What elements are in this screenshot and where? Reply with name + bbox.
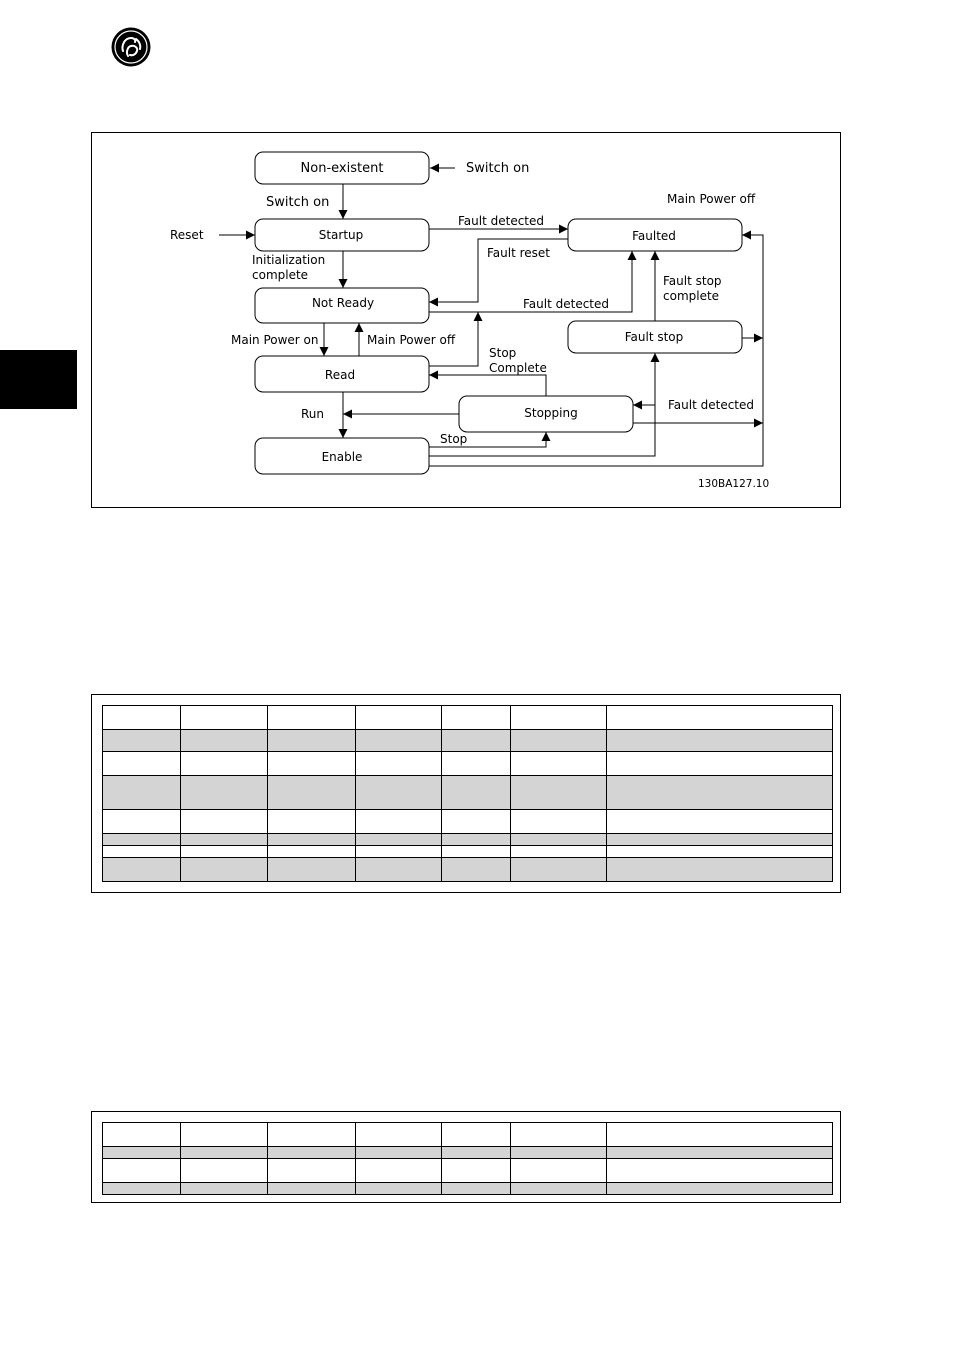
label-init-line2: complete	[252, 268, 308, 282]
label-fault-reset: Fault reset	[487, 246, 550, 260]
label-stop-complete-line2: Complete	[489, 361, 547, 375]
table-1	[102, 705, 833, 882]
label-fault-stop-complete-line2: complete	[663, 289, 719, 303]
figure-id: 130BA127.10	[698, 478, 769, 490]
label-main-power-off-right: Main Power off	[667, 192, 756, 206]
table-row	[102, 705, 833, 730]
state-diagram: Non-existent Startup Not Ready Read Enab…	[170, 151, 769, 490]
label-fault-detected-mid: Fault detected	[523, 297, 609, 311]
label-switch-on: Switch on	[266, 195, 329, 210]
table-row	[102, 809, 833, 834]
label-reset: Reset	[170, 228, 204, 242]
label-fault-detected-right: Fault detected	[668, 398, 754, 412]
arrow-enable-to-stopping	[429, 432, 551, 448]
chapter-tab	[0, 350, 77, 409]
label-stop-complete-line1: Stop	[489, 346, 516, 360]
table-row	[102, 845, 833, 858]
state-fault-stop-label: Fault stop	[625, 330, 684, 344]
state-stopping-label: Stopping	[524, 406, 577, 420]
label-run: Run	[301, 407, 324, 421]
label-stop: Stop	[440, 432, 467, 446]
arrow-stop-complete	[429, 370, 547, 396]
ge-logo	[111, 27, 151, 67]
arrow-enable-to-faulted	[429, 230, 764, 467]
label-switch-on-external: Switch on	[466, 161, 529, 176]
state-not-ready-label: Not Ready	[312, 296, 374, 310]
label-fault-stop-complete-line1: Fault stop	[663, 274, 722, 288]
table-row	[102, 1122, 833, 1147]
arrow-fault-reset	[429, 238, 568, 307]
state-ready-label: Read	[325, 368, 355, 382]
table-row	[102, 775, 833, 810]
table-row	[102, 1146, 833, 1159]
label-init-line1: Initialization	[252, 253, 325, 267]
state-diagram-frame: Non-existent Startup Not Ready Read Enab…	[91, 132, 841, 508]
table-row	[102, 833, 833, 846]
state-non-existent-label: Non-existent	[301, 161, 384, 176]
table-2-frame	[91, 1111, 841, 1203]
label-main-power-on: Main Power on	[231, 333, 319, 347]
table-row	[102, 751, 833, 776]
table-2	[102, 1122, 833, 1195]
table-row	[102, 857, 833, 882]
label-main-power-off-up: Main Power off	[367, 333, 456, 347]
table-row	[102, 1182, 833, 1195]
state-startup-label: Startup	[319, 228, 364, 242]
arrow-enable-to-fault-stop	[429, 353, 660, 457]
state-non-existent	[254, 151, 430, 185]
label-fault-detected-top: Fault detected	[458, 214, 544, 228]
table-1-frame	[91, 694, 841, 893]
table-row	[102, 1158, 833, 1183]
arrow-not-ready-to-faulted	[429, 251, 637, 313]
state-enable-label: Enable	[322, 450, 363, 464]
table-row	[102, 729, 833, 752]
state-faulted-label: Faulted	[632, 229, 676, 243]
arrow-ready-to-not-ready	[429, 312, 483, 367]
